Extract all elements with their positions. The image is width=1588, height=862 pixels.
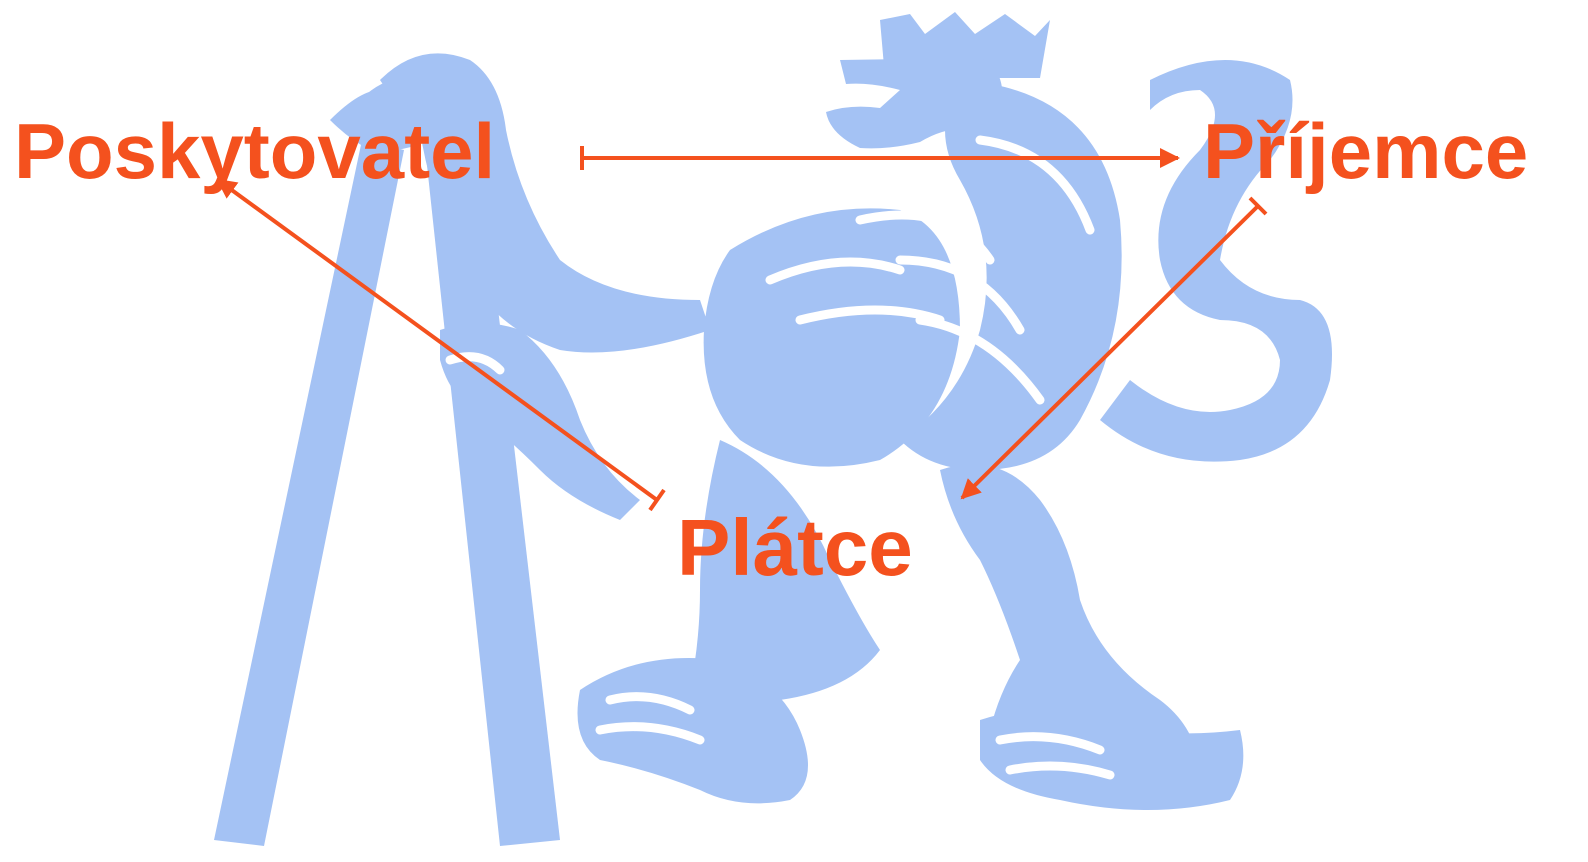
edge-poskytovatel-to-prijemce (582, 146, 1178, 170)
node-label-platce: Plátce (677, 508, 913, 588)
node-label-poskytovatel: Poskytovatel (14, 112, 495, 190)
edge-prijemce-to-platce (962, 198, 1266, 498)
edge-platce-to-poskytovatel (218, 180, 664, 510)
node-label-prijemce: Příjemce (1203, 112, 1528, 190)
